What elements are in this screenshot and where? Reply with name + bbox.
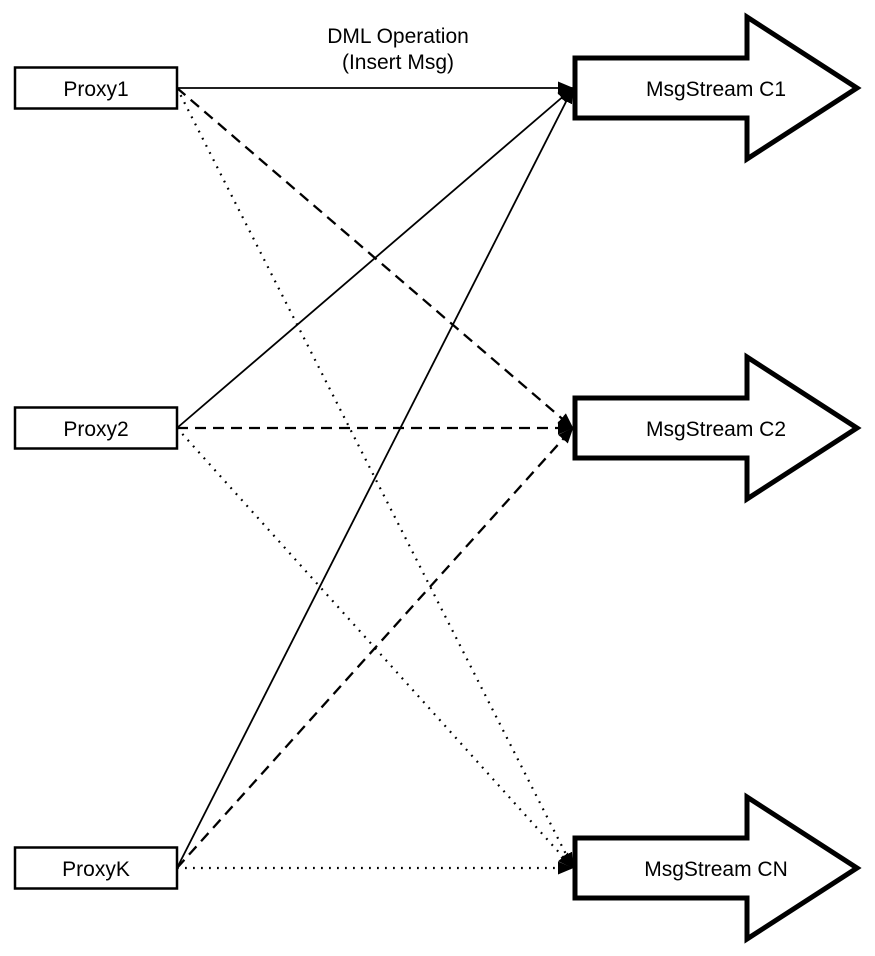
proxy-node-proxy1: Proxy1 <box>13 66 179 110</box>
msgstream-cn-arrow <box>572 792 862 944</box>
edge-lines <box>176 81 574 875</box>
edge-proxy1-cn <box>176 87 574 869</box>
msgstream-c2-arrow <box>572 352 862 504</box>
msgstream-cn-label: MsgStream CN <box>644 858 788 881</box>
diagram-title-line1: DML Operation <box>327 25 469 48</box>
diagram-title-line2: (Insert Msg) <box>342 51 454 74</box>
proxy1-label: Proxy1 <box>63 78 128 101</box>
proxy1-box <box>13 66 179 110</box>
proxy-node-proxyk: ProxyK <box>13 846 179 890</box>
proxyk-box <box>13 846 179 890</box>
edge-proxyk-c2 <box>176 427 574 869</box>
proxy-node-proxy2: Proxy2 <box>13 406 179 450</box>
proxyk-label: ProxyK <box>62 858 130 881</box>
stream-node-cn: MsgStream CN <box>572 792 862 944</box>
msgstream-c1-arrow <box>572 12 862 164</box>
proxy2-label: Proxy2 <box>63 418 128 441</box>
proxy2-box <box>13 406 179 450</box>
edge-proxyk-c1 <box>176 87 574 869</box>
msgstream-c1-label: MsgStream C1 <box>646 78 786 101</box>
edge-proxy2-c1 <box>176 87 574 429</box>
stream-node-c2: MsgStream C2 <box>572 352 862 504</box>
msgstream-c2-label: MsgStream C2 <box>646 418 786 441</box>
stream-node-c1: MsgStream C1 <box>572 12 862 164</box>
